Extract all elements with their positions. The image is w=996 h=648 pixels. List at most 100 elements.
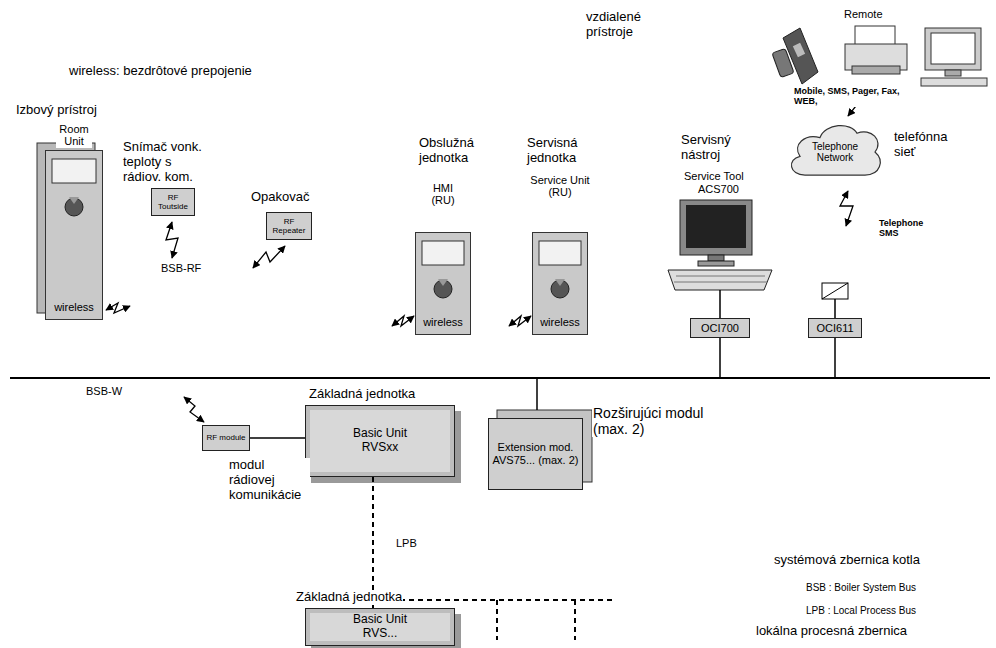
device-heading: HMI (RU): [425, 182, 461, 207]
drawing-part: [855, 26, 895, 46]
drawing-part: [698, 261, 734, 266]
printer-icon: [845, 26, 907, 74]
text-label: lokálna procesná zbernica: [755, 624, 908, 639]
device-face: [46, 151, 104, 231]
text-label: Servisná jednotka: [526, 136, 608, 166]
text-label: wireless: bezdrôtové prepojenie: [68, 64, 253, 79]
drawing-part: [680, 200, 752, 255]
device-knob: [434, 280, 452, 298]
drawing-part: [686, 205, 746, 248]
network-cloud: Telephone Network: [785, 116, 885, 188]
device-knob: [551, 280, 569, 298]
module-box: RF module: [202, 425, 250, 451]
drawing-part: [166, 222, 178, 258]
drawing-part: [574, 600, 576, 640]
device-display: [52, 159, 96, 183]
node-text: Basic Unit RVSxx: [342, 427, 418, 455]
service-computer: [668, 200, 772, 378]
module-box: OCI700: [690, 318, 750, 338]
drawing-part: [708, 255, 724, 261]
device-knob: [65, 198, 83, 216]
drawing-part: [253, 246, 285, 268]
drawing-part: [822, 283, 848, 299]
node-text: OCI700: [701, 322, 739, 335]
connector-line: [250, 437, 305, 439]
basic-unit-box: Basic Unit RVS...: [305, 608, 455, 646]
node-text: RF Repeater: [270, 217, 308, 235]
node-text: RF module: [206, 433, 246, 442]
text-label: vzdialené prístroje: [585, 10, 667, 40]
text-label: BSB : Boiler System Bus: [805, 582, 917, 594]
drawing-part: [921, 78, 987, 86]
node-text: Basic Unit RVS...: [342, 613, 418, 641]
room-unit-device: HMI (RU)wireless: [415, 232, 471, 335]
drawing-part: [834, 338, 836, 378]
drawing-part: [925, 28, 981, 70]
drawing-part: [184, 397, 204, 422]
drawing-part: [719, 338, 721, 378]
text-label: Service Tool: [683, 170, 745, 183]
text-label: Mobile, SMS, Pager, Fax, WEB,: [793, 86, 920, 107]
device-knob-mark: [69, 197, 79, 204]
connector-line: [372, 477, 374, 608]
bus-drop: [536, 378, 538, 410]
device-face: [416, 233, 472, 313]
drawing-part: [674, 276, 767, 282]
drawing-part: [392, 316, 414, 326]
node-text: RF Toutside: [155, 193, 191, 211]
node-text: OCI611: [816, 322, 853, 335]
node-text: Telephone Network: [805, 141, 865, 164]
text-label: Rozširujúci modul (max. 2): [592, 405, 729, 437]
module-box: Extension mod. AVS75... (max. 2): [488, 418, 583, 490]
computer-icon: [921, 28, 987, 86]
text-label: Izbový prístroj: [15, 103, 98, 118]
module-box: RF Repeater: [266, 212, 312, 240]
node-text: wireless: [423, 316, 463, 329]
drawing-part: [496, 600, 498, 640]
drawing-part: [772, 48, 794, 77]
drawing-part: [719, 290, 721, 318]
device-display: [422, 241, 464, 265]
text-label: Telephone SMS: [878, 218, 930, 239]
drawing-part: [852, 66, 900, 74]
text-label: BSB-RF: [160, 262, 202, 275]
cloud-path: [791, 126, 880, 175]
text-label: LPB : Local Process Bus: [805, 605, 917, 617]
device-face: [533, 233, 589, 313]
device-heading: Room Unit: [56, 123, 92, 148]
text-label: ACS700: [697, 183, 740, 196]
drawing-part: [509, 316, 531, 326]
room-unit-device: Service Unit (RU)wireless: [532, 232, 588, 335]
text-label: telefónna sieť: [893, 130, 965, 160]
room-unit-device: Room Unitwireless: [45, 150, 103, 320]
text-label: Opakovač: [250, 190, 311, 205]
text-label: systémová zbernica kotla: [773, 553, 921, 568]
text-label: Remote: [843, 8, 884, 21]
drawing-part: [793, 43, 805, 57]
drawing-part: [668, 270, 772, 290]
bus-line: [10, 377, 990, 379]
node-text: wireless: [540, 316, 580, 329]
text-label: Servisný nástroj: [680, 133, 762, 163]
text-label: Obslužná jednotka: [418, 136, 500, 166]
text-label: BSB-W: [85, 385, 123, 398]
text-label: Snímač vonk. teploty s rádiov. kom.: [122, 140, 214, 185]
device-knob-mark: [555, 279, 565, 286]
drawing-part: [822, 283, 848, 299]
text-label: LPB: [395, 537, 418, 550]
drawing-part: [945, 70, 961, 76]
module-box: OCI611: [808, 318, 862, 338]
device-heading: Service Unit (RU): [522, 174, 598, 199]
text-label: Základná jednotka: [295, 590, 403, 605]
drawing-part: [931, 33, 975, 64]
node-text: wireless: [54, 301, 94, 314]
drawing-part: [840, 191, 853, 226]
drawing-part: [834, 299, 836, 318]
basic-unit-box: Basic Unit RVSxx: [305, 405, 455, 477]
device-knob-mark: [438, 279, 448, 286]
text-label: modul rádiovej komunikácie: [228, 458, 310, 503]
drawing-part: [373, 599, 612, 601]
node-text: Extension mod. AVS75... (max. 2): [493, 441, 579, 466]
wireless-zigzag: [106, 94, 856, 422]
